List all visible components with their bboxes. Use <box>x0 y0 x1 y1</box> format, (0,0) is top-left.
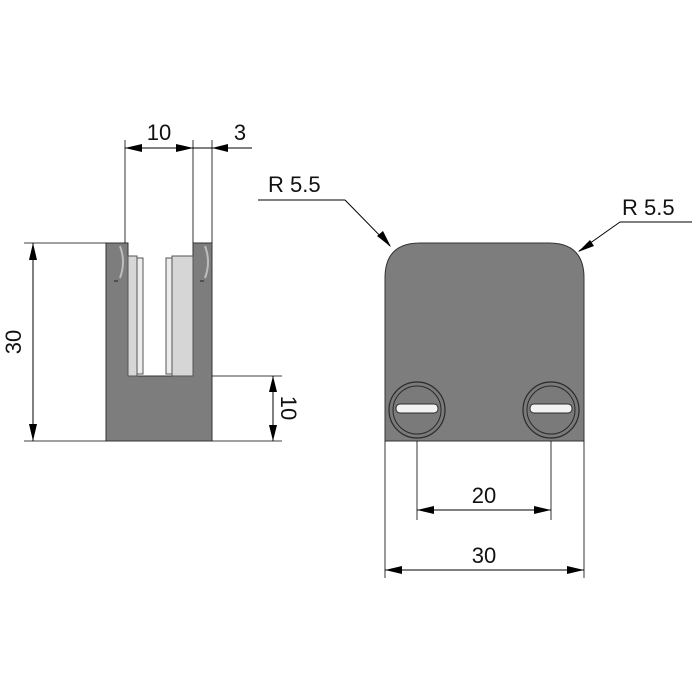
screw-left <box>388 381 446 439</box>
arrow-height-bottom <box>29 424 37 441</box>
dim-label-top-width: 10 <box>147 120 171 145</box>
front-view: R 5.5 R 5.5 20 30 <box>258 172 692 578</box>
screw-right-slot <box>529 403 573 414</box>
arrow-lip-left <box>180 145 193 151</box>
dim-label-radius-right: R 5.5 <box>622 195 675 220</box>
dim-label-width: 30 <box>472 543 496 568</box>
arrow-spacing-right <box>534 506 551 514</box>
arrow-radius-left <box>377 231 391 247</box>
arrow-spacing-left <box>417 506 434 514</box>
arrow-top-width-left <box>125 144 142 152</box>
right-wall-shade <box>204 245 209 279</box>
screw-right <box>522 381 580 439</box>
arrow-radius-right <box>578 240 594 252</box>
dim-label-radius-left: R 5.5 <box>268 172 321 197</box>
screw-left-slot <box>395 403 439 414</box>
right-gasket <box>165 257 173 375</box>
dim-label-base: 10 <box>276 396 301 420</box>
side-view: 10 3 30 10 <box>1 120 301 442</box>
arrow-height-top <box>29 243 37 260</box>
screw-right-inner <box>526 385 576 435</box>
arrow-width-right <box>567 566 584 574</box>
dim-label-height: 30 <box>1 330 26 354</box>
right-inner-pad <box>171 255 194 377</box>
left-gasket <box>136 257 144 375</box>
dim-label-screw-spacing: 20 <box>472 483 496 508</box>
screw-left-inner <box>392 385 442 435</box>
arrow-lip-right <box>212 144 228 152</box>
arrow-base-top <box>269 376 277 392</box>
arrow-width-left <box>385 566 402 574</box>
dim-label-lip: 3 <box>234 120 246 145</box>
left-inner-pad <box>127 255 138 377</box>
arrow-base-bottom <box>269 425 277 441</box>
left-wall-shade <box>119 245 124 279</box>
